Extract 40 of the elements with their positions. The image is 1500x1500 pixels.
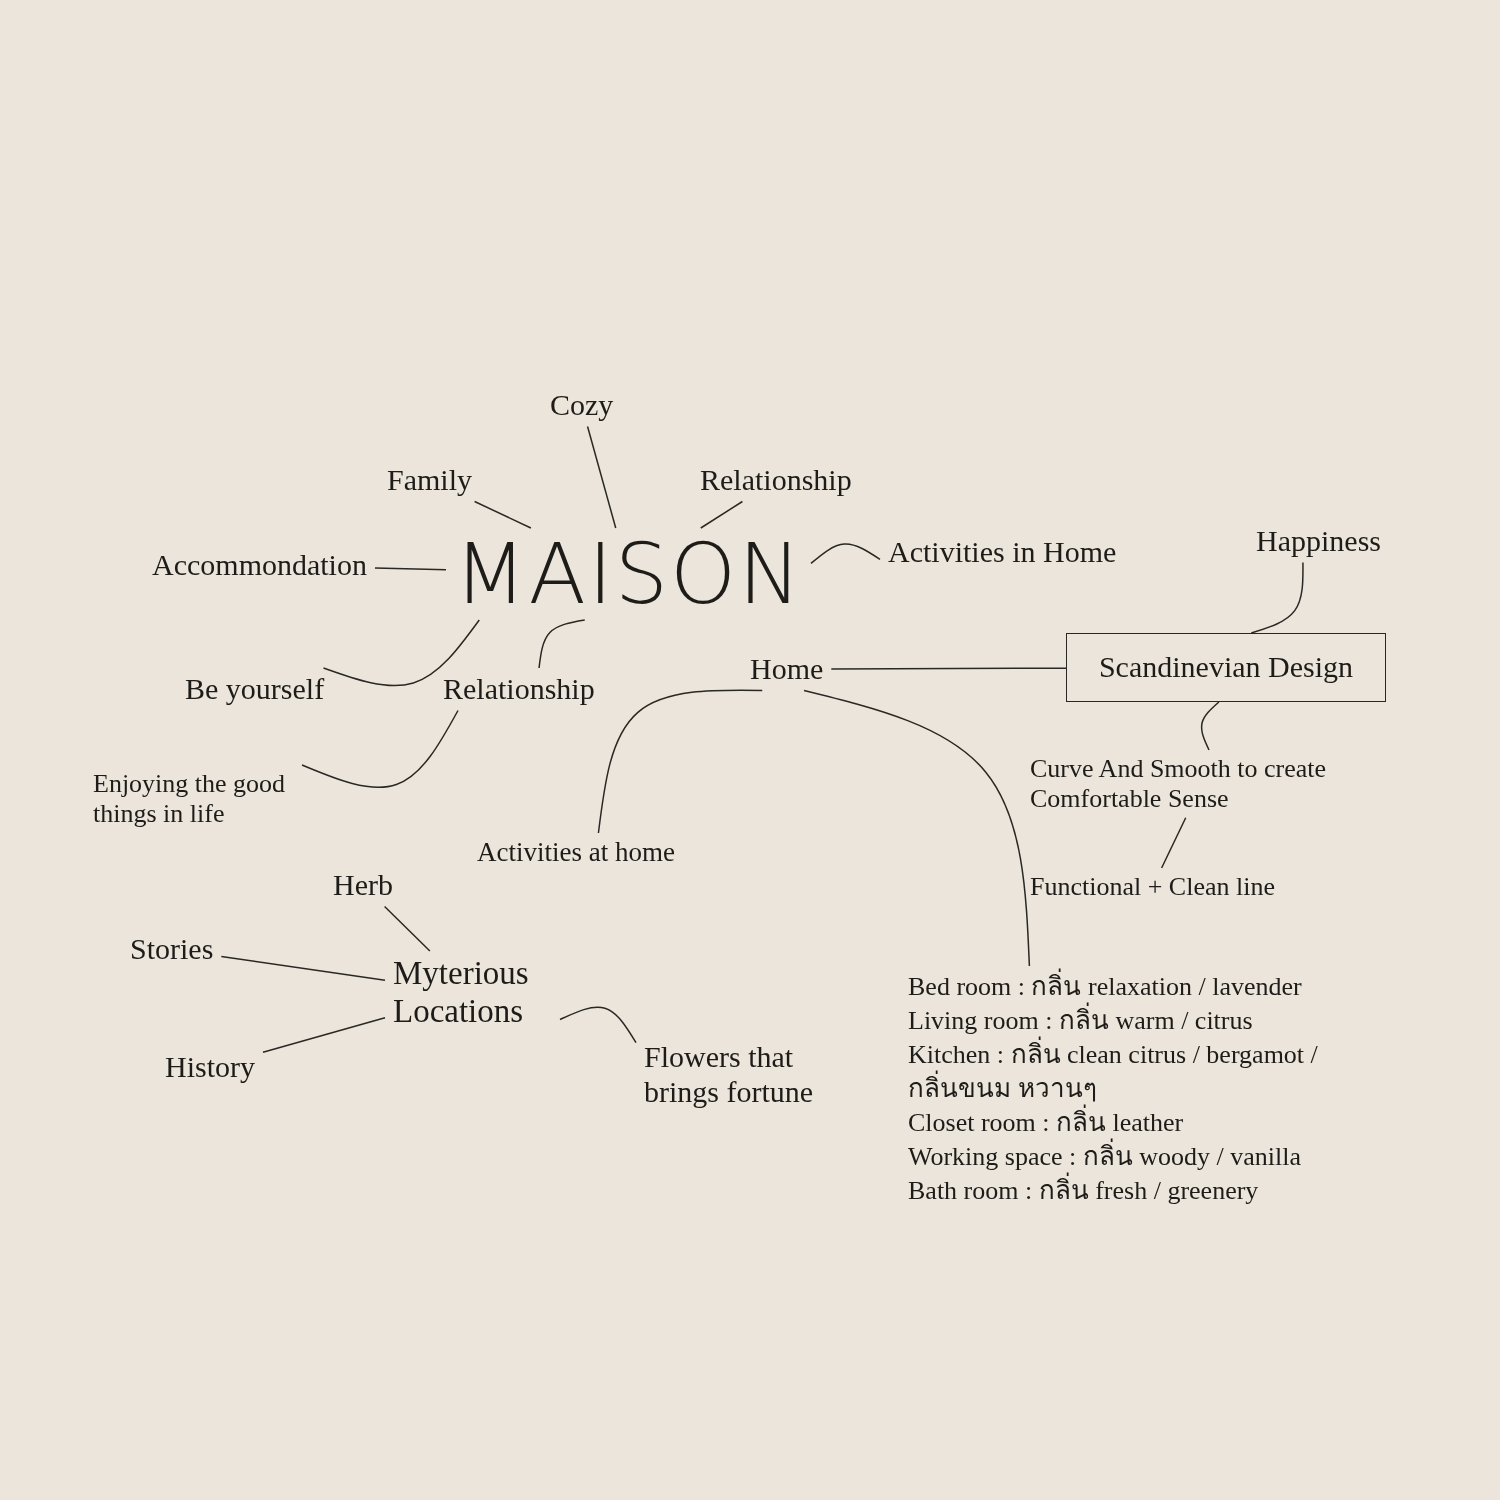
connector-line bbox=[301, 709, 459, 789]
connector-line bbox=[586, 425, 617, 529]
concept-label: Be yourself bbox=[185, 672, 325, 707]
concept-label: Functional + Clean line bbox=[1030, 872, 1275, 902]
concept-label: Activities at home bbox=[477, 837, 675, 869]
concept-label: Activities in Home bbox=[888, 535, 1117, 570]
connector-line bbox=[810, 543, 881, 565]
concept-label: Cozy bbox=[550, 388, 614, 423]
concept-label: Curve And Smooth to create Comfortable Sense bbox=[1030, 754, 1328, 814]
connector-line bbox=[1250, 561, 1304, 634]
connector-line bbox=[597, 689, 763, 834]
concept-label: Flowers that brings fortune bbox=[644, 1040, 815, 1109]
connector-line bbox=[220, 955, 386, 981]
connector-line bbox=[538, 619, 586, 669]
connector-line bbox=[559, 1006, 637, 1044]
title-word: MAISON bbox=[454, 532, 803, 616]
concept-label: Myterious Locations bbox=[393, 955, 530, 1031]
concept-label: Herb bbox=[333, 868, 393, 903]
connector-line bbox=[383, 905, 431, 952]
concept-label: Family bbox=[387, 463, 472, 498]
concept-label: History bbox=[165, 1050, 255, 1085]
concept-label: Happiness bbox=[1256, 524, 1381, 559]
connector-line bbox=[1200, 701, 1220, 751]
connector-line bbox=[322, 619, 480, 687]
connector-line bbox=[803, 689, 1031, 967]
concept-label: Home bbox=[750, 652, 824, 687]
connector-line bbox=[830, 667, 1067, 670]
connector-line bbox=[262, 1016, 386, 1053]
concept-label: Accommondation bbox=[152, 548, 367, 583]
room-scent-line: Bath room : กลิ่น fresh / greenery bbox=[908, 1174, 1352, 1208]
concept-label: Enjoying the good things in life bbox=[93, 769, 287, 829]
concept-label: Stories bbox=[130, 932, 214, 967]
concept-label: Scandinevian Design bbox=[1098, 650, 1354, 685]
connector-line bbox=[473, 500, 532, 529]
concept-label: Relationship bbox=[443, 672, 595, 707]
connector-line bbox=[374, 567, 447, 571]
concept-label: Relationship bbox=[700, 463, 852, 498]
framed-box bbox=[1066, 633, 1386, 702]
connector-line bbox=[1160, 817, 1187, 869]
connector-line bbox=[700, 500, 744, 529]
